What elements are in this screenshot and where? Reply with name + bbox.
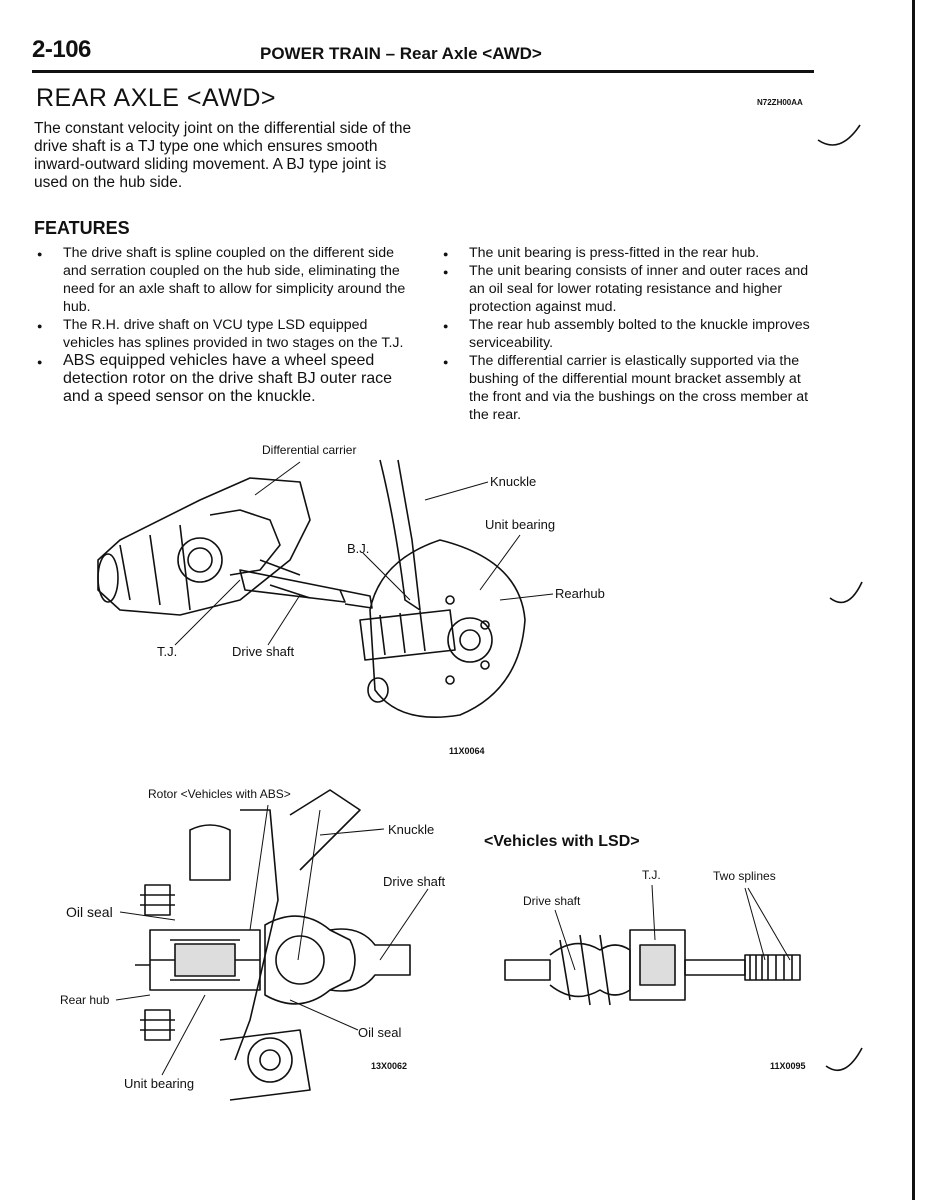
label-rear-hub-2: Rear hub <box>60 993 110 1007</box>
margin-mark <box>817 124 861 146</box>
page-edge-rule <box>912 0 915 1200</box>
label-tj-2: T.J. <box>642 868 661 882</box>
figure2-code: 13X0062 <box>371 1061 408 1071</box>
label-drive-shaft-2: Drive shaft <box>383 874 446 889</box>
label-unit-bearing-2: Unit bearing <box>124 1076 195 1091</box>
label-knuckle: Knuckle <box>490 474 537 489</box>
figure3-drawing <box>504 929 801 1006</box>
label-oil-seal-right: Oil seal <box>358 1025 402 1040</box>
figure1-drawing <box>97 459 526 718</box>
label-oil-seal-left: Oil seal <box>66 904 113 920</box>
label-knuckle-2: Knuckle <box>388 822 435 837</box>
list-item: The rear hub assembly bolted to the knuc… <box>440 316 812 352</box>
figure3-code: 11X0095 <box>770 1061 806 1071</box>
list-item: The R.H. drive shaft on VCU type LSD equ… <box>34 316 406 352</box>
label-unit-bearing: Unit bearing <box>485 517 556 532</box>
label-two-splines: Two splines <box>713 869 776 883</box>
list-item: ABS equipped vehicles have a wheel speed… <box>34 352 406 406</box>
features-list-left: The drive shaft is spline coupled on the… <box>34 244 406 406</box>
section-code: N72ZH00AA <box>757 98 803 107</box>
margin-mark <box>829 581 863 604</box>
features-list-right: The unit bearing is press-fitted in the … <box>440 244 812 424</box>
list-item: The drive shaft is spline coupled on the… <box>34 244 406 316</box>
figure2-drawing <box>135 789 411 1101</box>
section-title: REAR AXLE <AWD> <box>36 84 276 112</box>
running-title: POWER TRAIN – Rear Axle <AWD> <box>260 44 542 63</box>
label-drive-shaft-3: Drive shaft <box>523 894 581 908</box>
label-rear-hub: Rearhub <box>555 586 605 601</box>
list-item: The unit bearing is press-fitted in the … <box>440 244 812 263</box>
list-item: The unit bearing consists of inner and o… <box>440 262 812 316</box>
intro-paragraph: The constant velocity joint on the diffe… <box>34 120 412 191</box>
header-rule <box>32 70 814 73</box>
lsd-heading: <Vehicles with LSD> <box>484 833 640 850</box>
features-heading: FEATURES <box>34 218 130 238</box>
label-bj: B.J. <box>347 541 370 556</box>
page-number: 2-106 <box>32 36 91 63</box>
label-differential-carrier: Differential carrier <box>262 443 357 457</box>
figure1-code: 11X0064 <box>449 746 485 756</box>
label-tj: T.J. <box>157 644 178 659</box>
label-rotor: Rotor <Vehicles with ABS> <box>148 787 291 801</box>
margin-mark <box>825 1047 863 1071</box>
list-item: The differential carrier is elastically … <box>440 352 812 424</box>
label-drive-shaft: Drive shaft <box>232 644 295 659</box>
